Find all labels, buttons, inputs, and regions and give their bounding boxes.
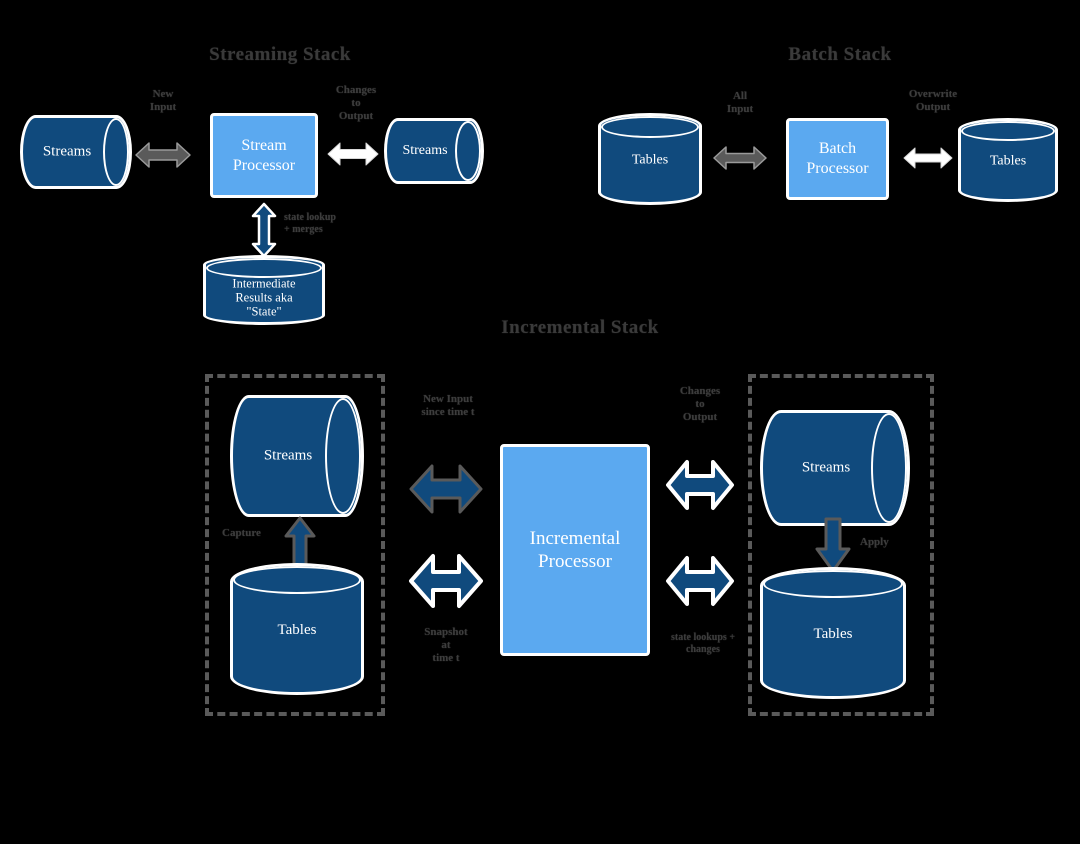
incremental-sink-group [748, 374, 934, 716]
store-label: Tables [813, 626, 853, 643]
store-label: Streams [42, 143, 92, 160]
store-label: Tables [989, 153, 1027, 169]
incremental-sink-streams-store: Streams [760, 410, 910, 526]
incremental-output-arrow-icon [665, 456, 735, 514]
incremental-source-tables-store: Tables [230, 563, 364, 695]
batch-input-arrow-icon [712, 142, 768, 174]
incremental-changes-output-label: Changes to Output [679, 385, 721, 423]
batch-processor-box[interactable]: Batch Processor [786, 118, 889, 200]
store-label: Tables [277, 622, 317, 639]
cylinder-top-disk [961, 121, 1055, 141]
streaming-output-arrow-icon [326, 138, 380, 170]
streaming-changes-output-label: Changes to Output [335, 84, 377, 122]
incremental-apply-arrow-icon [814, 517, 852, 573]
incremental-sink-tables-store: Tables [760, 567, 906, 699]
batch-stack-title: Batch Stack [788, 44, 892, 65]
cylinder-end-disk [871, 413, 907, 523]
incremental-snapshot-arrow-icon [408, 550, 484, 612]
incremental-processor-box[interactable]: Incremental Processor [500, 444, 650, 656]
streaming-state-arrow-icon [248, 202, 280, 258]
cylinder-end-disk [325, 398, 361, 514]
incremental-capture-label: Capture [222, 527, 261, 539]
incremental-state-lookups-label: state lookups + changes [670, 632, 736, 655]
cylinder-top-disk [206, 258, 322, 278]
incremental-new-input-arrow-icon [408, 460, 484, 518]
streaming-new-input-label: New Input [149, 88, 177, 113]
streaming-stack-title: Streaming Stack [209, 44, 351, 65]
store-label: Streams [801, 459, 851, 476]
incremental-new-input-label: New Input since time t [421, 393, 475, 418]
streaming-state-store: Intermediate Results aka "State" [203, 255, 325, 325]
batch-input-tables-store: Tables [598, 113, 702, 205]
store-label: Streams [402, 143, 448, 158]
incremental-apply-label: Apply [860, 536, 889, 548]
streaming-state-lookup-label: state lookup + merges [284, 212, 336, 235]
batch-processor-label: Batch Processor [806, 140, 869, 177]
incremental-source-streams-store: Streams [230, 395, 364, 517]
cylinder-top-disk [763, 570, 903, 598]
cylinder-end-disk [455, 121, 481, 181]
cylinder-top-disk [601, 116, 699, 138]
store-label: Tables [631, 152, 669, 168]
stream-processor-box[interactable]: Stream Processor [210, 113, 318, 198]
streaming-output-streams-store: Streams [384, 118, 484, 184]
batch-all-input-label: All Input [726, 90, 754, 115]
batch-output-arrow-icon [902, 143, 954, 173]
batch-overwrite-output-label: Overwrite Output [908, 88, 958, 113]
incremental-state-lookup-arrow-icon [665, 552, 735, 610]
incremental-stack-title: Incremental Stack [501, 317, 659, 338]
incremental-processor-label: Incremental Processor [529, 527, 621, 572]
batch-output-tables-store: Tables [958, 118, 1058, 202]
stream-processor-label: Stream Processor [232, 136, 296, 174]
streaming-input-arrow-icon [134, 138, 192, 172]
incremental-source-group [205, 374, 385, 716]
store-label: Streams [263, 447, 313, 464]
incremental-capture-arrow-icon [283, 516, 317, 568]
cylinder-end-disk [103, 118, 129, 186]
streaming-input-streams-store: Streams [20, 115, 132, 189]
store-label: Intermediate Results aka "State" [232, 276, 296, 319]
incremental-snapshot-label: Snapshot at time t [424, 626, 468, 664]
cylinder-top-disk [233, 566, 361, 594]
